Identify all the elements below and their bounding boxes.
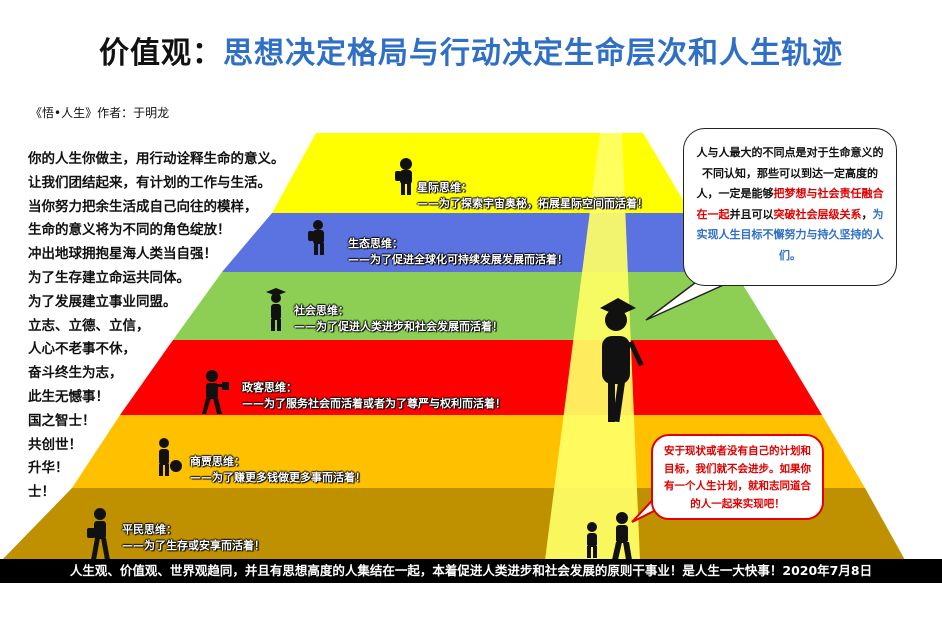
level-name: 平民思维： bbox=[122, 523, 177, 536]
poem-line: 升华！ bbox=[28, 460, 69, 477]
bubble-highlight: 把梦想与社会责任融合在一起 bbox=[696, 187, 884, 221]
walker-icon bbox=[87, 508, 110, 560]
title-main: 思想决定格局与行动决定生命层次和人生轨迹 bbox=[223, 36, 843, 71]
poem-line: 为了发展建立事业同盟。 bbox=[28, 293, 177, 310]
level-motto: ——为了促进全球化可持续发展发展而活着！ bbox=[348, 253, 568, 266]
footer-banner: 人生观、价值观、世界观趋同，并且有思想高度的人集结在一起，本着促进人类进步和社会… bbox=[0, 559, 942, 583]
level-merchant: 商贾思维： ——为了赚更多钱做更多事而活着！ bbox=[190, 454, 366, 486]
level-name: 星际思维： bbox=[417, 181, 472, 194]
poem-line: 让我们团结起来，有计划的工作与生活。 bbox=[28, 174, 271, 191]
poem-line: 为了生存建立命运共同体。 bbox=[28, 269, 190, 286]
poem-line: 奋斗终生为志， bbox=[28, 365, 123, 382]
title-prefix: 价值观： bbox=[99, 36, 223, 71]
level-name: 生态思维： bbox=[348, 237, 403, 250]
page-title: 价值观：思想决定格局与行动决定生命层次和人生轨迹 bbox=[0, 28, 942, 72]
hiker-icon bbox=[308, 220, 324, 255]
poem-line: 生命的意义将为不同的角色绽放！ bbox=[28, 222, 231, 239]
bubble-highlight: 突破社会层级关系 bbox=[773, 207, 862, 221]
astronaut-icon bbox=[395, 158, 412, 195]
level-name: 社会思维： bbox=[294, 304, 349, 317]
plan-speech-bubble: 安于现状或者没有自己的计划和目标，我们就不会进步。如果你有一个人生计划，就和志同… bbox=[651, 434, 824, 520]
level-motto: ——为了促进人类进步和社会发展而活着！ bbox=[294, 320, 503, 333]
poem-line: 当你努力把余生活成自己向往的模样， bbox=[28, 198, 258, 215]
level-political: 政客思维： ——为了服务社会而活着或者为了尊严与权利而活着！ bbox=[242, 380, 506, 412]
poem-line: 此生无憾事！ bbox=[28, 388, 109, 405]
insight-speech-bubble: 人与人最大的不同点是对于生命意义的不同认知，那些可以到达一定高度的人，一定是能够… bbox=[683, 128, 897, 286]
level-ecological: 生态思维： ——为了促进全球化可持续发展发展而活着！ bbox=[348, 236, 568, 268]
bubble-text: ， bbox=[861, 207, 873, 221]
level-interstellar: 星际思维： ——为了探索宇宙奥秘，拓展星际空间而活着！ bbox=[417, 180, 648, 212]
climber-icon bbox=[612, 512, 632, 560]
figures bbox=[87, 158, 644, 560]
poem: 你的人生你做主，用行动诠释生命的意义。让我们团结起来，有计划的工作与生活。当你努… bbox=[28, 148, 285, 505]
level-name: 商贾思维： bbox=[190, 455, 245, 468]
level-social: 社会思维： ——为了促进人类进步和社会发展而活着！ bbox=[294, 303, 503, 335]
level-commoner: 平民思维： ——为了生存或安享而活着！ bbox=[122, 522, 265, 554]
bubble-text: 人与人最大的不同点是对于生命意义的不同认知，那些可以到达一定高度的人，一定是能够 bbox=[696, 146, 884, 200]
student-icon bbox=[266, 288, 286, 331]
level-motto: ——为了生存或安享而活着！ bbox=[122, 539, 265, 552]
poem-line: 你的人生你做主，用行动诠释生命的意义。 bbox=[28, 151, 285, 167]
graduate-icon bbox=[600, 298, 644, 423]
poem-line: 冲出地球拥抱星海人类当自强！ bbox=[28, 246, 217, 263]
poem-line: 共创世！ bbox=[28, 436, 82, 453]
poem-line: 士！ bbox=[28, 484, 55, 501]
bubble-emphasis: 为实现人生目标不懈努力与持久坚持的人们。 bbox=[696, 207, 884, 262]
level-motto: ——为了探索宇宙奥秘，拓展星际空间而活着！ bbox=[417, 197, 648, 210]
poem-line: 立志、立德、立信， bbox=[28, 317, 150, 334]
poem-line: 人心不老事不休， bbox=[28, 341, 136, 358]
small-climber-icon bbox=[587, 522, 597, 558]
level-motto: ——为了服务社会而活着或者为了尊严与权利而活着！ bbox=[242, 397, 506, 410]
light-beam bbox=[545, 133, 640, 560]
level-motto: ——为了赚更多钱做更多事而活着！ bbox=[190, 471, 366, 484]
speaker-icon bbox=[202, 370, 229, 414]
money-bag-icon bbox=[159, 438, 182, 476]
poem-line: 国之智士！ bbox=[28, 412, 96, 429]
layer-political bbox=[120, 340, 822, 415]
level-name: 政客思维： bbox=[242, 381, 297, 394]
book-credit: 《悟•人生》作者：于明龙 bbox=[30, 106, 170, 120]
bubble-text: 并且可以 bbox=[729, 207, 774, 221]
layer-interstellar bbox=[272, 133, 692, 215]
